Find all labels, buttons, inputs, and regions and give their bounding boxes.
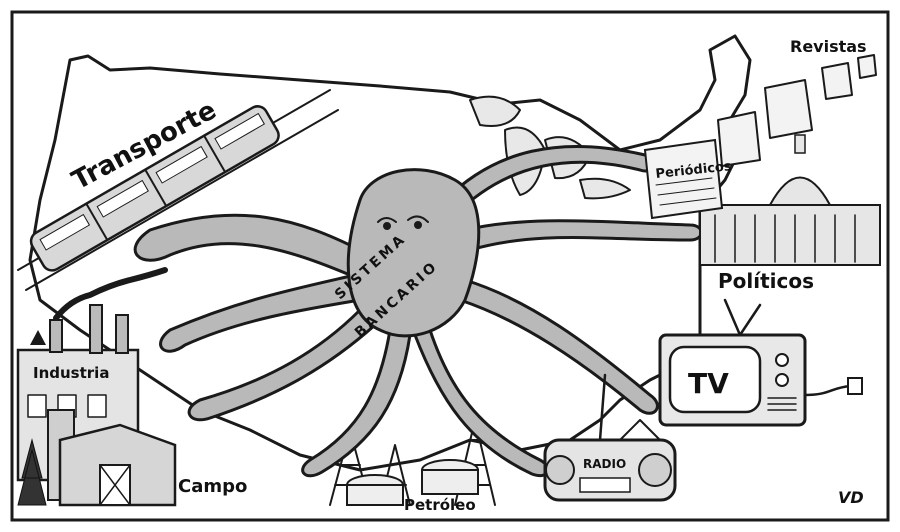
octopus-head bbox=[346, 168, 481, 338]
artist-signature: VD bbox=[838, 488, 864, 507]
tv-set bbox=[658, 298, 863, 427]
octopus-eyes bbox=[377, 215, 429, 230]
barn bbox=[47, 409, 177, 507]
magazines bbox=[717, 54, 877, 167]
plug-icon bbox=[847, 377, 863, 395]
capitol-building bbox=[699, 134, 881, 266]
label-industria: Industria bbox=[33, 364, 109, 382]
newspaper-periodicos bbox=[643, 138, 724, 220]
tree-icon bbox=[17, 438, 47, 506]
train bbox=[17, 89, 339, 291]
factory-arrow-icon bbox=[30, 330, 46, 345]
label-revistas: Revistas bbox=[790, 37, 867, 56]
train-cars bbox=[29, 105, 280, 272]
label-petroleo: Petróleo bbox=[404, 496, 476, 514]
label-campo: Campo bbox=[178, 476, 247, 497]
octopus-tentacles bbox=[133, 144, 703, 478]
radio bbox=[543, 373, 677, 502]
label-tv: TV bbox=[688, 367, 729, 400]
label-politicos: Políticos bbox=[718, 269, 814, 293]
label-radio: RADIO bbox=[583, 457, 626, 471]
factory bbox=[16, 267, 168, 482]
oil-tanks bbox=[346, 459, 479, 506]
